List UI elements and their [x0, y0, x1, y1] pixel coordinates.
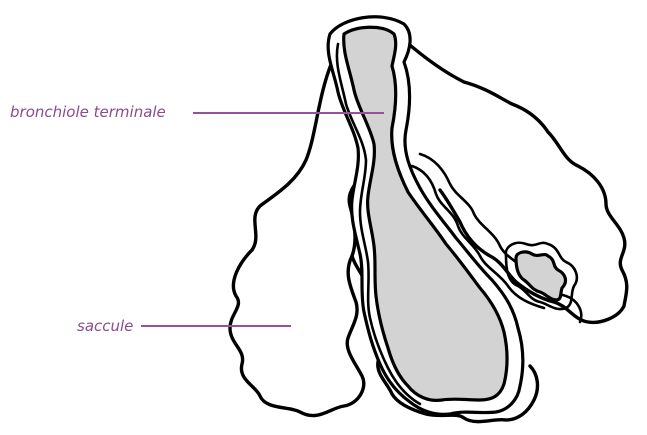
- small-alveolus-inner: [516, 252, 565, 300]
- bronchiole-lumen: [344, 27, 507, 400]
- bronchiole-terminale-label: bronchiole terminale: [10, 103, 166, 121]
- saccule-label: saccule: [77, 317, 133, 335]
